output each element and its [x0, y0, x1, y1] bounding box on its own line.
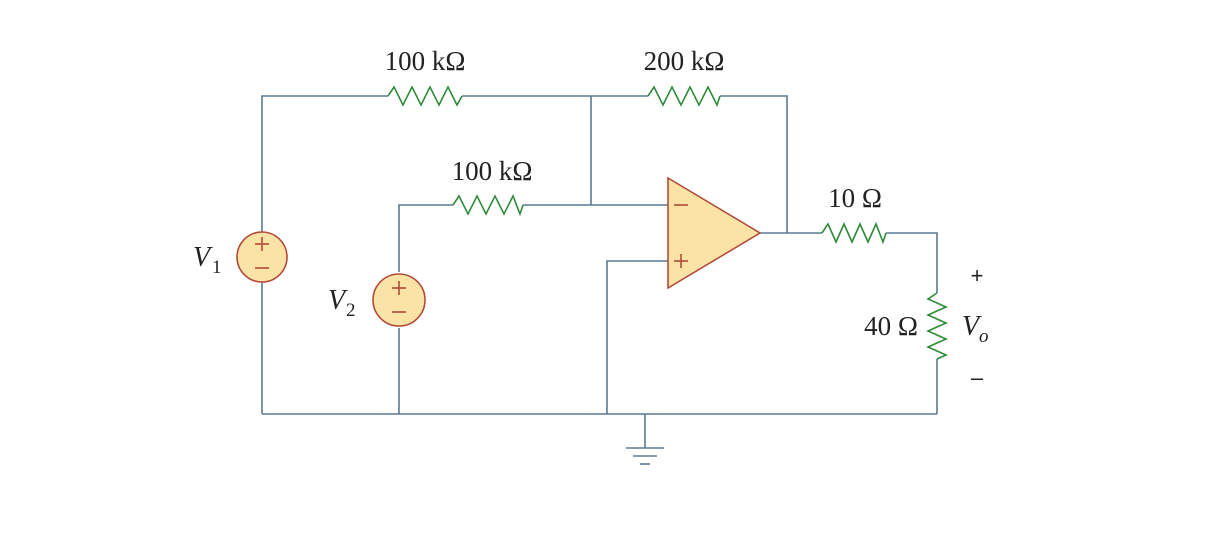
wire-v1-top	[261, 95, 388, 233]
label-v1-sub: 1	[212, 257, 222, 278]
voltage-source-v2	[372, 273, 426, 327]
op-amp	[667, 176, 762, 290]
label-r-top-left: 100 kΩ	[385, 46, 466, 76]
resistor-40-load	[926, 292, 948, 360]
output-plus-sign: +	[971, 263, 984, 288]
resistor-100k-top	[387, 85, 463, 107]
label-v1: V	[193, 242, 213, 273]
label-vo: V	[962, 311, 982, 342]
label-v2: V	[328, 285, 348, 316]
label-vo-sub: o	[979, 326, 989, 347]
ground-icon	[626, 447, 664, 465]
wire-noninv-input	[606, 260, 668, 414]
resistor-200k-top	[647, 85, 721, 108]
label-r-top-right: 200 kΩ	[644, 46, 725, 76]
label-r-mid: 100 kΩ	[452, 156, 533, 186]
label-v2-sub: 2	[346, 300, 356, 321]
resistor-10-out	[821, 221, 887, 245]
resistor-100k-mid	[452, 194, 524, 217]
label-r-out: 10 Ω	[828, 183, 882, 213]
output-minus-sign: –	[971, 365, 984, 390]
wires	[261, 95, 938, 448]
wire-top-right	[720, 95, 788, 233]
voltage-source-v1	[236, 231, 288, 283]
label-r-load: 40 Ω	[864, 311, 918, 341]
wire-out-right	[886, 232, 938, 293]
wire-v2-top	[398, 204, 453, 272]
